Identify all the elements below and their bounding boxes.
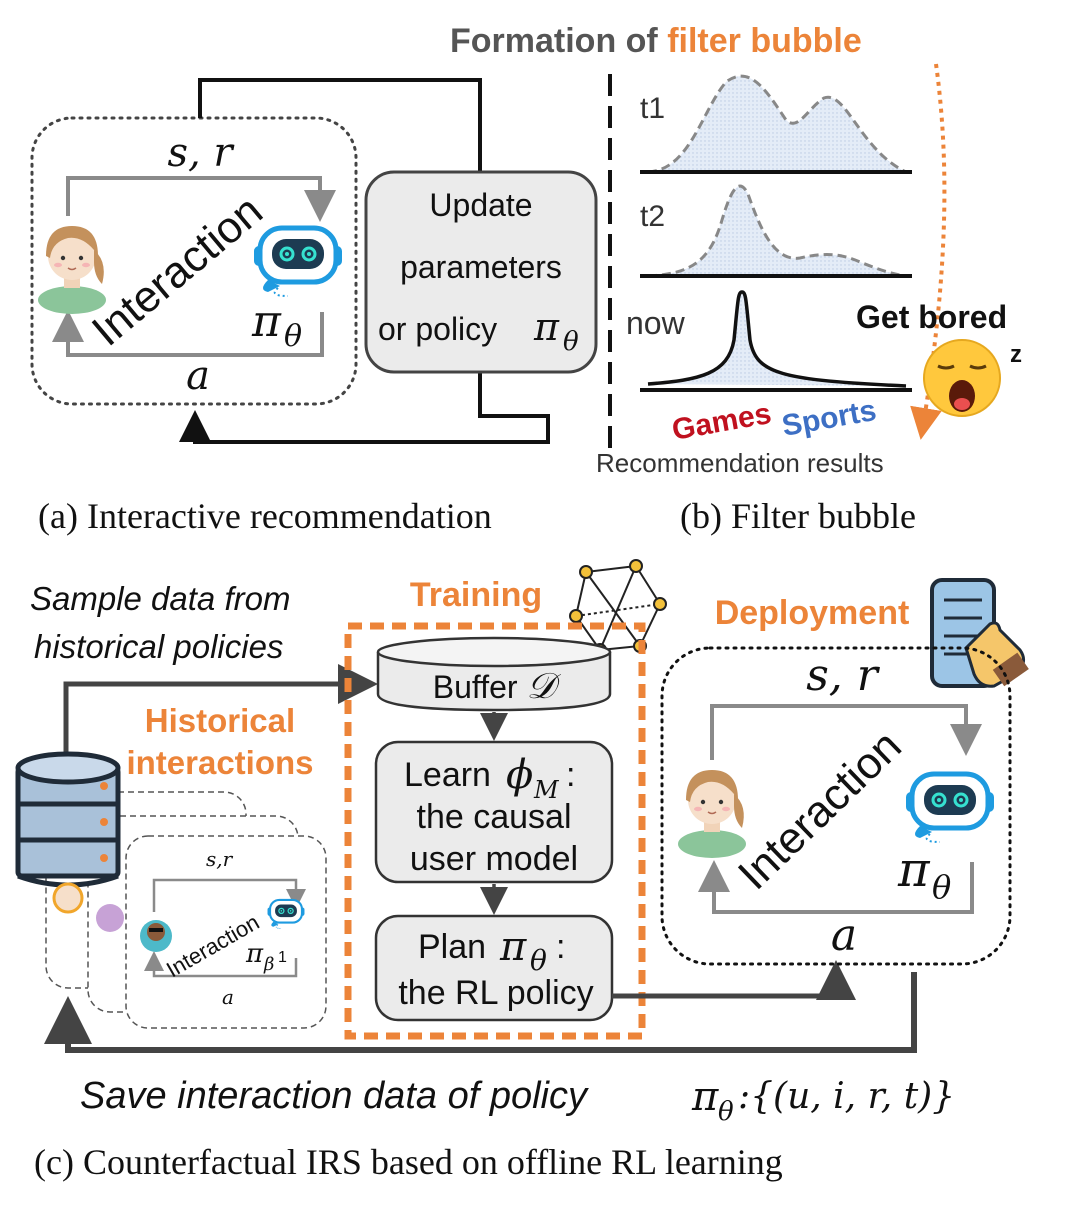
- sports-label: Sports: [779, 394, 878, 443]
- learn-line2: the causal: [417, 798, 572, 836]
- deploy-action-label: a: [831, 910, 857, 961]
- plan-colon: :: [556, 928, 565, 966]
- training-label: Training: [410, 576, 542, 614]
- t1-curve: [648, 76, 906, 172]
- caption-a: (a) Interactive recommendation: [38, 496, 492, 536]
- deployment-label: Deployment: [715, 594, 910, 632]
- plan-box: [374, 914, 614, 1022]
- t2-curve: [648, 186, 906, 276]
- feedback-loop-bottom-arrow: [179, 372, 550, 444]
- sample-data-line2: historical policies: [34, 628, 283, 665]
- now-label: now: [626, 305, 686, 341]
- title-highlight: filter bubble: [667, 22, 862, 60]
- learn-line1: Learn: [404, 756, 491, 794]
- deploy-policy-subscript: θ: [932, 868, 951, 906]
- buffer-cylinder: [376, 636, 612, 712]
- plan-policy-symbol: π: [499, 924, 527, 970]
- save-policy-subscript: θ: [718, 1097, 734, 1127]
- title-prefix: Formation of: [450, 22, 667, 60]
- update-policy-symbol: π: [533, 305, 560, 349]
- panel-c: Sample data from historical policies His…: [15, 559, 1029, 1182]
- learn-line3: user model: [410, 840, 578, 878]
- card-middle-avatar: [96, 904, 124, 932]
- policy-label: π θ: [251, 296, 302, 354]
- learn-subscript: M: [533, 776, 560, 804]
- action-arrow: [52, 310, 324, 357]
- update-line3: or policy: [378, 311, 497, 347]
- deploy-policy-symbol: π: [897, 842, 931, 898]
- save-tuple: :{(u, i, r, t)}: [738, 1076, 955, 1117]
- historical-card-front: s,r Interaction π β 1 a: [125, 835, 327, 1029]
- get-bored-label: Get bored: [856, 299, 1007, 335]
- historical-line1: Historical: [145, 702, 295, 739]
- plan-policy-subscript: θ: [530, 944, 547, 977]
- card-policy-symbol: π: [245, 939, 264, 969]
- deploy-user-avatar: [677, 769, 747, 859]
- learn-colon: :: [566, 756, 575, 794]
- card-action-label: a: [222, 985, 234, 1009]
- save-text: Save interaction data of policy: [80, 1075, 589, 1117]
- t2-label: t2: [640, 200, 665, 233]
- robot-icon: [254, 228, 342, 296]
- learn-symbol: ϕ: [506, 752, 533, 798]
- t2-curve-outline: [647, 184, 907, 278]
- recommendation-results-label: Recommendation results: [596, 448, 884, 478]
- learn-box: [374, 740, 614, 884]
- update-line2: parameters: [400, 249, 562, 285]
- games-label: Games: [669, 397, 773, 447]
- t1-label: t1: [640, 92, 665, 125]
- update-line1: Update: [429, 187, 532, 223]
- save-interaction-text: Save interaction data of policy: [80, 1075, 589, 1117]
- sample-data-line1: Sample data from: [30, 580, 290, 617]
- card-policy-subscript: β: [263, 954, 274, 975]
- learn-text: Learn: [404, 756, 491, 794]
- update-policy-subscript: θ: [563, 327, 579, 357]
- user-avatar: [37, 225, 107, 315]
- state-reward-arrow: [66, 176, 336, 222]
- state-reward-label: s, r: [167, 130, 235, 176]
- deploy-interaction-label: Interaction: [729, 721, 911, 899]
- policy-subscript: θ: [284, 319, 302, 354]
- panel-b: Formation of filter bubble t1 t2 now Gam…: [450, 22, 1022, 536]
- deploy-state-reward-label: s, r: [806, 650, 881, 701]
- buffer-text: Buffer: [433, 669, 518, 705]
- sample-arrow: [63, 664, 378, 752]
- deploy-state-reward-arrow: [710, 704, 982, 760]
- save-arrow: [44, 972, 917, 1053]
- caption-c: (c) Counterfactual IRS based on offline …: [34, 1142, 783, 1182]
- zzz-icon: z: [1010, 341, 1022, 368]
- interaction-label: Interaction: [83, 186, 272, 356]
- historical-line2: interactions: [126, 744, 313, 781]
- t1-curve-outline: [647, 74, 907, 174]
- caption-b: (b) Filter bubble: [680, 496, 916, 536]
- deploy-robot-icon: [906, 774, 994, 842]
- buffer-label: Buffer 𝒟: [433, 666, 562, 706]
- filter-bubble-title: Formation of filter bubble: [450, 22, 862, 60]
- plan-line1: Plan: [418, 928, 486, 966]
- update-box: [364, 170, 598, 374]
- panel-a: s, r a Interaction π θ Update parameters…: [30, 78, 598, 536]
- plan-to-deploy-arrow: [612, 960, 856, 1000]
- save-policy-symbol: π: [691, 1074, 719, 1120]
- card-front-state-reward: s,r: [206, 847, 234, 871]
- phone-icon: [930, 578, 1029, 688]
- feedback-loop-top: [198, 78, 482, 172]
- card-policy-superscript: 1: [278, 949, 287, 966]
- deploy-action-arrow: [698, 860, 974, 914]
- now-curve-outline: [647, 290, 907, 388]
- plan-line2: the RL policy: [398, 974, 593, 1012]
- action-label: a: [186, 353, 210, 399]
- interaction-loop-box: [30, 116, 358, 406]
- neural-network-icon: [569, 559, 667, 657]
- database-icon: [15, 751, 121, 888]
- card-back-avatar: [52, 882, 84, 914]
- bored-emoji-icon: z: [923, 339, 1022, 417]
- policy-symbol: π: [251, 296, 282, 347]
